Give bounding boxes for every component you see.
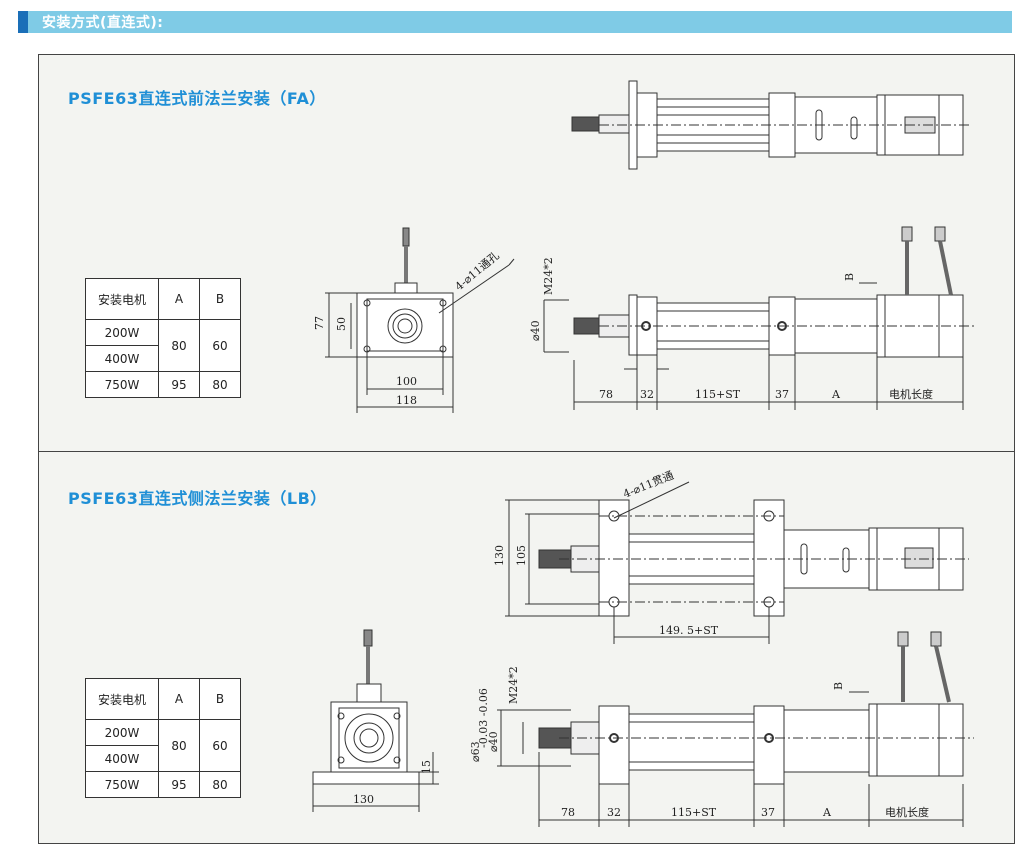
dim-d63-tolerance: -0.03 -0.06 [477, 688, 490, 748]
dim-130-width: 130 [353, 793, 374, 806]
table-header-row: 安装电机 A B [85, 678, 241, 720]
table-cell-b: 80 [199, 371, 241, 398]
drawing-fa: 4-⌀11通孔 77 50 100 118 M24*2 ⌀40 B 78 32 … [313, 80, 974, 413]
dim-77: 77 [313, 316, 326, 330]
table-cell-b: 60 [199, 719, 241, 772]
table-header-cell: 安装电机 [85, 678, 159, 720]
labels-lb: 4-⌀11贯通 130 105 149. 5+ST 15 130 M24*2 ⌀… [353, 469, 929, 819]
dim-motor-length: 电机长度 [885, 805, 929, 819]
top-view-fa [571, 80, 969, 170]
table-header-cell: A [158, 678, 200, 720]
table-row: 400W [85, 745, 241, 772]
dim-37: 37 [775, 388, 789, 401]
dim-motor-length: 电机长度 [889, 387, 933, 401]
table-cell-motor: 200W [85, 719, 159, 746]
dim-78: 78 [599, 388, 613, 401]
panel-title-lb: PSFE63直连式侧法兰安装（LB） [68, 489, 327, 508]
dim-a: A [822, 806, 832, 819]
hole-label: 4-⌀11贯通 [621, 469, 675, 501]
dim-d40: ⌀40 [487, 731, 500, 752]
table-header-row: 安装电机 A B [85, 278, 241, 320]
dim-st: 115+ST [671, 806, 717, 819]
panel-side-flange: PSFE63直连式侧法兰安装（LB） 安装电机 A B 200W 80 60 4… [38, 451, 1015, 844]
dim-15: 15 [420, 760, 433, 774]
dim-a: A [831, 388, 841, 401]
table-cell-b: 80 [199, 771, 241, 798]
dim-32: 32 [640, 388, 654, 401]
table-cell-a: 95 [158, 771, 200, 798]
table-row: 750W 95 80 [85, 371, 241, 398]
screw-shaft [571, 116, 600, 132]
dim-b: B [832, 682, 845, 690]
dim-b: B [843, 273, 856, 281]
table-cell-motor: 750W [85, 371, 159, 398]
dim-118: 118 [396, 394, 417, 407]
top-view-lb [505, 481, 969, 644]
table-row: 200W 80 60 [85, 719, 241, 772]
dim-d63: ⌀63 [469, 741, 482, 762]
dim-78: 78 [561, 806, 575, 819]
dim-32: 32 [607, 806, 621, 819]
motor-spec-table-lb: 安装电机 A B 200W 80 60 400W 750W 95 80 [85, 678, 241, 798]
dim-37: 37 [761, 806, 775, 819]
dim-149: 149. 5+ST [659, 624, 719, 637]
table-cell-motor: 200W [85, 319, 159, 346]
dim-105: 105 [515, 545, 528, 566]
dim-st: 115+ST [695, 388, 741, 401]
motor-spec-table-fa: 安装电机 A B 200W 80 60 400W 750W 95 80 [85, 278, 241, 398]
table-row: 750W 95 80 [85, 771, 241, 798]
thread-label: M24*2 [542, 257, 555, 295]
panel-front-flange: PSFE63直连式前法兰安装（FA） 安装电机 A B 200W 80 60 4… [38, 54, 1015, 452]
thread-label: M24*2 [507, 666, 520, 704]
drawing-lb: 4-⌀11贯通 130 105 149. 5+ST 15 130 M24*2 ⌀… [312, 469, 974, 827]
side-view-lb [497, 631, 974, 827]
flange-view-lb [312, 629, 439, 812]
table-cell-motor: 400W [85, 745, 159, 772]
dim-130-height: 130 [493, 545, 506, 566]
header-accent-bar [18, 11, 28, 33]
dim-d40: ⌀40 [529, 320, 542, 341]
dim-50: 50 [335, 317, 348, 331]
dim-100: 100 [396, 375, 417, 388]
flange-view-fa [325, 227, 515, 413]
table-cell-motor: 750W [85, 771, 159, 798]
panel-title-fa: PSFE63直连式前法兰安装（FA） [68, 89, 326, 108]
side-view-fa [543, 226, 974, 410]
table-row: 200W 80 60 [85, 319, 241, 372]
table-cell-b: 60 [199, 319, 241, 372]
table-cell-a: 80 [158, 319, 200, 372]
section-header: 安装方式(直连式): [18, 11, 1012, 33]
header-title: 安装方式(直连式): [42, 15, 164, 31]
